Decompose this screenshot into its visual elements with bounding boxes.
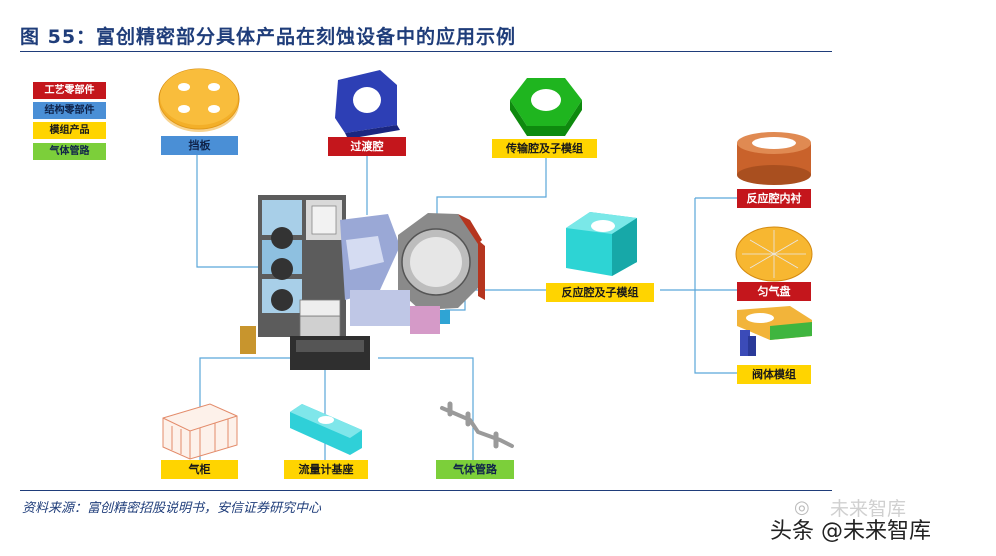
- label-transfer-chamber-module: 传输腔及子模组: [492, 139, 597, 158]
- baffle-plate-image: [158, 68, 240, 132]
- title-rule: [20, 51, 832, 52]
- transfer-chamber-image: [510, 78, 582, 136]
- watermark-brand: 未来智库: [830, 498, 907, 520]
- source-note: 资料来源：富创精密招股说明书，安信证券研究中心: [22, 501, 322, 516]
- legend-process-parts: 工艺零部件: [33, 82, 106, 99]
- label-valve-module: 阀体模组: [737, 365, 811, 384]
- legend-structure-parts: 结构零部件: [33, 102, 106, 119]
- label-gas-lines: 气体管路: [436, 460, 514, 479]
- label-gas-cabinet: 气柜: [161, 460, 238, 479]
- label-gas-distribution-plate: 匀气盘: [737, 282, 811, 301]
- label-transition-chamber: 过渡腔: [328, 137, 406, 156]
- gas-pipe-image: [440, 401, 514, 449]
- legend-gas-lines: 气体管路: [33, 143, 106, 160]
- label-baffle: 挡板: [161, 136, 238, 155]
- flowmeter-base-image: [290, 404, 362, 455]
- reaction-chamber-liner-image: [737, 132, 811, 185]
- watermark-account: 头条 @未来智库: [770, 519, 931, 544]
- wechat-icon: ◎: [794, 497, 810, 518]
- legend-module-products: 模组产品: [33, 122, 106, 139]
- label-reaction-chamber-module: 反应腔及子模组: [546, 283, 654, 302]
- gas-cabinet-image: [162, 403, 238, 460]
- label-flowmeter-base: 流量计基座: [284, 460, 368, 479]
- source-rule: [20, 490, 832, 491]
- reaction-chamber-module-image: [566, 212, 637, 276]
- label-reaction-chamber-liner: 反应腔内衬: [737, 189, 811, 208]
- figure-title: 图 55：富创精密部分具体产品在刻蚀设备中的应用示例: [20, 26, 517, 48]
- valve-module-image: [737, 306, 812, 356]
- gas-distribution-plate-image: [735, 226, 813, 282]
- etch-equipment-image: [240, 195, 485, 370]
- transition-chamber-image: [335, 70, 400, 139]
